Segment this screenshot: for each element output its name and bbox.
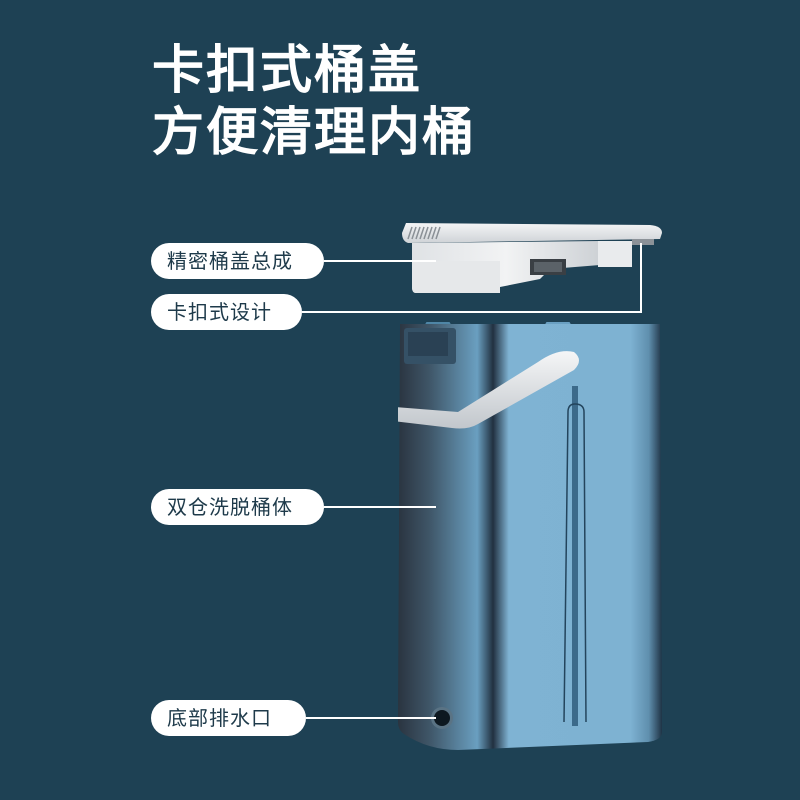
callout-line-drain-outlet [306,717,436,719]
bucket-body-image [398,322,662,750]
callout-drain-outlet: 底部排水口 [151,700,306,736]
callout-line-snap-latch-h [302,311,642,313]
callout-line-snap-latch-v [640,243,642,313]
headline: 卡扣式桶盖 方便清理内桶 [152,40,476,164]
callout-bucket-body: 双仓洗脱桶体 [151,489,324,525]
headline-line-1: 卡扣式桶盖 [152,41,423,101]
headline-line-2: 方便清理内桶 [152,103,477,163]
callout-snap-latch: 卡扣式设计 [151,294,302,330]
lid-assembly-image [402,223,662,293]
callout-line-lid-assembly [324,260,436,262]
callout-lid-assembly: 精密桶盖总成 [151,243,324,279]
callout-line-bucket-body [324,506,436,508]
